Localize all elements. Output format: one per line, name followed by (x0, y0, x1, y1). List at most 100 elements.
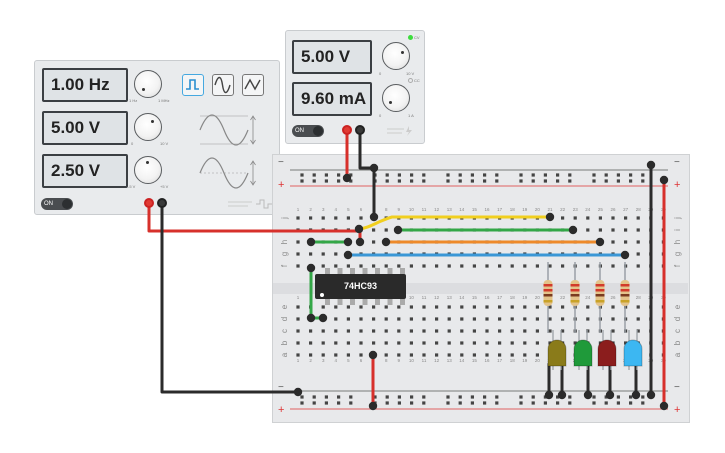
rail-hole[interactable] (446, 401, 450, 405)
breadboard-hole[interactable] (422, 264, 426, 268)
breadboard-hole[interactable] (334, 264, 338, 268)
breadboard-hole[interactable] (447, 341, 451, 345)
rail-hole[interactable] (385, 395, 389, 399)
breadboard-hole[interactable] (485, 305, 489, 309)
breadboard-hole[interactable] (397, 353, 401, 357)
breadboard-hole[interactable] (359, 329, 363, 333)
breadboard-hole[interactable] (498, 305, 502, 309)
wire-end[interactable] (381, 237, 391, 247)
wire-end[interactable] (620, 250, 630, 260)
fg-output-positive-jack[interactable] (144, 198, 154, 208)
frequency-knob[interactable] (134, 70, 162, 98)
breadboard-hole[interactable] (296, 329, 300, 333)
breadboard-hole[interactable] (309, 252, 313, 256)
wire-end[interactable] (646, 160, 656, 170)
breadboard-hole[interactable] (485, 264, 489, 268)
breadboard-hole[interactable] (321, 341, 325, 345)
wire-end[interactable] (583, 390, 593, 400)
rail-hole[interactable] (568, 179, 572, 183)
breadboard-hole[interactable] (309, 353, 313, 357)
wire-end[interactable] (605, 390, 615, 400)
breadboard-hole[interactable] (472, 264, 476, 268)
rail-hole[interactable] (495, 395, 499, 399)
breadboard-hole[interactable] (346, 317, 350, 321)
rail-hole[interactable] (592, 179, 596, 183)
breadboard-hole[interactable] (498, 353, 502, 357)
rail-hole[interactable] (337, 395, 341, 399)
rail-hole[interactable] (300, 395, 304, 399)
breadboard-hole[interactable] (422, 353, 426, 357)
wire-end[interactable] (369, 212, 379, 222)
rail-hole[interactable] (337, 179, 341, 183)
rail-hole[interactable] (495, 179, 499, 183)
breadboard-hole[interactable] (636, 252, 640, 256)
breadboard-hole[interactable] (422, 341, 426, 345)
breadboard-hole[interactable] (372, 305, 376, 309)
amplitude-knob[interactable] (134, 113, 162, 141)
rail-hole[interactable] (531, 179, 535, 183)
wire-end[interactable] (568, 225, 578, 235)
breadboard-hole[interactable] (561, 305, 565, 309)
rail-hole[interactable] (300, 179, 304, 183)
breadboard-hole[interactable] (372, 341, 376, 345)
ps-ground-wire[interactable] (358, 128, 376, 219)
breadboard-hole[interactable] (586, 228, 590, 232)
breadboard-hole[interactable] (309, 329, 313, 333)
rail-hole[interactable] (519, 179, 523, 183)
rail-hole[interactable] (312, 173, 316, 177)
breadboard-hole[interactable] (611, 240, 615, 244)
breadboard-hole[interactable] (346, 216, 350, 220)
breadboard-hole[interactable] (296, 216, 300, 220)
led[interactable] (573, 339, 593, 367)
breadboard-hole[interactable] (296, 317, 300, 321)
fg-signal-wire[interactable] (147, 201, 362, 244)
breadboard-hole[interactable] (334, 305, 338, 309)
breadboard-hole[interactable] (535, 317, 539, 321)
wire-end[interactable] (544, 390, 554, 400)
rail-hole[interactable] (422, 401, 426, 405)
current-knob[interactable] (382, 84, 410, 112)
rail-hole[interactable] (616, 173, 620, 177)
breadboard-hole[interactable] (523, 341, 527, 345)
breadboard-hole[interactable] (624, 228, 628, 232)
rail-hole[interactable] (337, 173, 341, 177)
rail-hole[interactable] (568, 401, 572, 405)
breadboard-hole[interactable] (498, 329, 502, 333)
breadboard-hole[interactable] (472, 329, 476, 333)
rail-hole[interactable] (616, 401, 620, 405)
breadboard-hole[interactable] (498, 317, 502, 321)
led[interactable] (623, 339, 643, 367)
breadboard-hole[interactable] (523, 353, 527, 357)
rail-hole[interactable] (422, 173, 426, 177)
breadboard-hole[interactable] (460, 353, 464, 357)
breadboard-hole[interactable] (334, 216, 338, 220)
rail-hole[interactable] (629, 173, 633, 177)
jumper-green-vertical[interactable] (309, 266, 325, 320)
rail-hole[interactable] (568, 395, 572, 399)
breadboard-hole[interactable] (435, 353, 439, 357)
breadboard-hole[interactable] (384, 353, 388, 357)
rail-hole[interactable] (641, 173, 645, 177)
breadboard-hole[interactable] (548, 305, 552, 309)
breadboard-hole[interactable] (321, 252, 325, 256)
rail-hole[interactable] (556, 401, 560, 405)
breadboard-hole[interactable] (624, 240, 628, 244)
rail-hole[interactable] (519, 173, 523, 177)
rail-hole[interactable] (324, 179, 328, 183)
breadboard-hole[interactable] (384, 264, 388, 268)
function-generator-power-switch[interactable]: ON (41, 198, 73, 210)
rail-hole[interactable] (543, 401, 547, 405)
breadboard-hole[interactable] (409, 353, 413, 357)
breadboard-hole[interactable] (359, 341, 363, 345)
wire-end[interactable] (343, 237, 353, 247)
rail-hole[interactable] (349, 173, 353, 177)
breadboard-hole[interactable] (409, 305, 413, 309)
breadboard-hole[interactable] (409, 317, 413, 321)
rail-hole[interactable] (312, 179, 316, 183)
breadboard-hole[interactable] (372, 264, 376, 268)
wire-end[interactable] (343, 250, 353, 260)
breadboard-hole[interactable] (309, 216, 313, 220)
wire-end[interactable] (369, 163, 379, 173)
wire-end[interactable] (293, 387, 303, 397)
rail-hole[interactable] (458, 401, 462, 405)
